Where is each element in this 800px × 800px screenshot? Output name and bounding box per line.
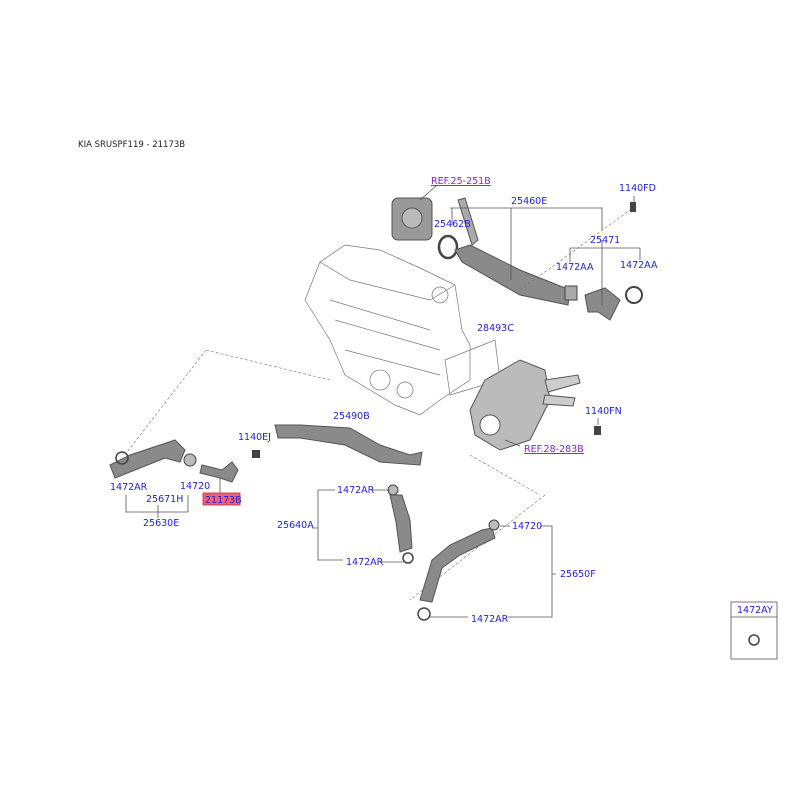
- part-label-1472ar-4[interactable]: 1472AR: [471, 614, 509, 625]
- ref-link-25-251b[interactable]: REF.25-251B: [431, 176, 491, 187]
- legend-part-label[interactable]: 1472AY: [737, 605, 773, 616]
- water-pump: [391, 197, 433, 241]
- clamp-icon: [748, 634, 760, 646]
- part-label-1140fn[interactable]: 1140FN: [585, 406, 622, 417]
- hose-25640a: [389, 494, 413, 553]
- pipe-25460e: [457, 197, 479, 246]
- part-label-1472ar[interactable]: 1472AR: [110, 482, 148, 493]
- gasket-25462b: [437, 234, 459, 260]
- part-label-1140fd[interactable]: 1140FD: [619, 183, 656, 194]
- bolt-1140fd: [630, 202, 636, 212]
- clamp-1472aa-2: [625, 286, 643, 304]
- part-label-25640a[interactable]: 25640A: [277, 520, 314, 531]
- bolt-1140ej: [252, 450, 260, 458]
- highlight-box: [202, 492, 241, 506]
- ref-link-28-283b[interactable]: REF.28-283B: [524, 444, 584, 455]
- part-label-1140ej[interactable]: 1140EJ: [238, 432, 271, 443]
- part-label-25630e[interactable]: 25630E: [143, 518, 179, 529]
- hose-25671h: [109, 439, 186, 479]
- thermostat-housing: [469, 359, 581, 451]
- part-label-21173b-highlighted[interactable]: 21173B: [205, 495, 242, 506]
- legend-box-1472ay: 1472AY: [730, 601, 778, 660]
- engine-block-illustration: [304, 244, 471, 416]
- part-label-1472ar-2[interactable]: 1472AR: [337, 485, 375, 496]
- hose-25650f: [419, 527, 496, 603]
- clamp-1472ar: [115, 451, 129, 465]
- diagram-title: KIA SRUSPF119 - 21173B: [78, 140, 185, 150]
- part-label-1472aa-2[interactable]: 1472AA: [620, 260, 658, 271]
- hose-25460e: [454, 244, 571, 306]
- hose-25471: [584, 287, 621, 321]
- part-label-1472aa[interactable]: 1472AA: [556, 262, 594, 273]
- bolt-1140fn: [594, 426, 601, 435]
- pipe-21173b: [199, 461, 239, 483]
- clamp-14720: [183, 453, 197, 467]
- part-label-14720[interactable]: 14720: [180, 481, 210, 492]
- part-label-1472ar-3[interactable]: 1472AR: [346, 557, 384, 568]
- part-label-25671h[interactable]: 25671H: [146, 494, 183, 505]
- hose-25490b: [274, 424, 423, 466]
- part-label-28493c[interactable]: 28493C: [477, 323, 514, 334]
- part-label-25490b[interactable]: 25490B: [333, 411, 370, 422]
- part-label-25471[interactable]: 25471: [590, 235, 620, 246]
- part-label-14720-2[interactable]: 14720: [512, 521, 542, 532]
- part-label-25650f[interactable]: 25650F: [560, 569, 596, 580]
- part-label-25460e[interactable]: 25460E: [511, 196, 547, 207]
- clamp-1472aa: [564, 285, 578, 301]
- part-label-25462b[interactable]: 25462B: [434, 219, 471, 230]
